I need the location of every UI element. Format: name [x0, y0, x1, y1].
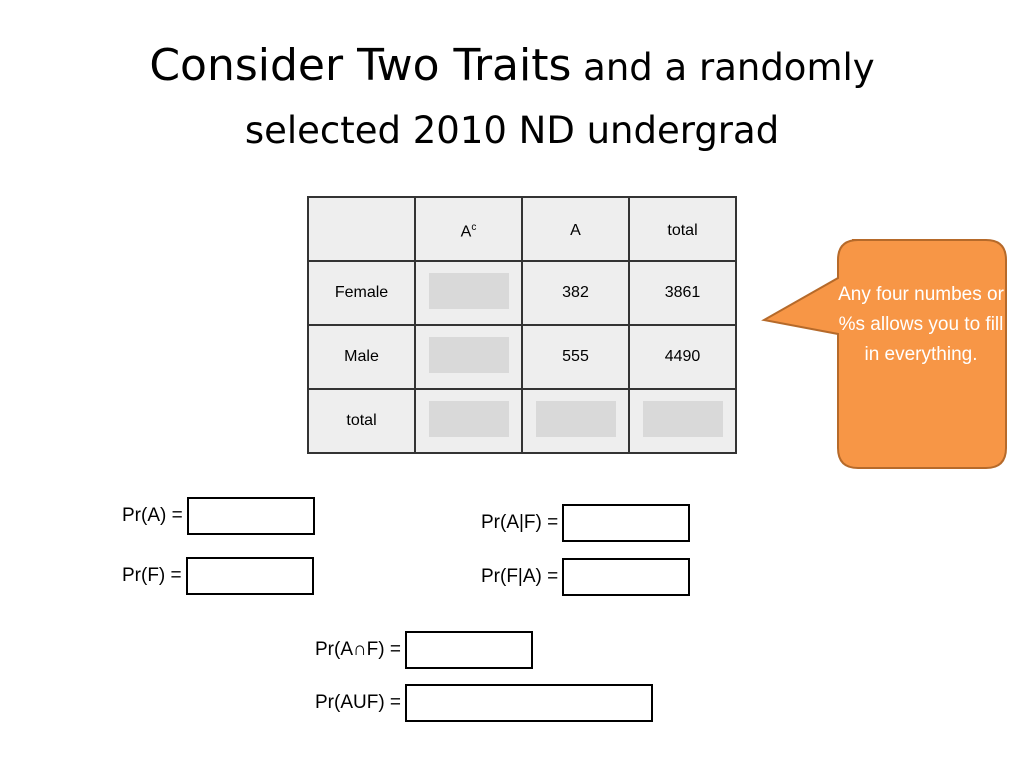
- title-line-2: selected 2010 ND undergrad: [244, 109, 780, 152]
- equation-pr-a-or-f: Pr(AUF) =: [315, 682, 654, 724]
- header-cell-a: A: [521, 196, 630, 262]
- cell-male-total: 4490: [628, 324, 737, 390]
- hidden-value-block: [428, 400, 509, 437]
- callout-text: Any four numbes or %s allows you to fill…: [838, 284, 1004, 365]
- cell-female-ac: [414, 260, 523, 326]
- equation-pr-a-given-f: Pr(A|F) =: [481, 502, 691, 544]
- hidden-value-block: [642, 400, 723, 437]
- table-row-female: Female 382 3861: [307, 260, 737, 326]
- title-sub: and a randomly: [571, 46, 875, 89]
- cell-male-a: 555: [521, 324, 630, 390]
- equation-label: Pr(F) =: [122, 565, 182, 586]
- answer-box-pr-a[interactable]: [186, 497, 315, 535]
- hidden-value-block: [428, 336, 509, 373]
- header-cell-a-complement: Ac: [414, 196, 523, 262]
- cell-total-total: [628, 388, 737, 454]
- equation-pr-a: Pr(A) =: [122, 495, 315, 537]
- cell-total-a: [521, 388, 630, 454]
- answer-box-pr-f-given-a[interactable]: [562, 558, 691, 596]
- equation-pr-f: Pr(F) =: [122, 555, 314, 597]
- answer-box-pr-a-and-f[interactable]: [404, 631, 533, 669]
- equation-label: Pr(A∩F) =: [315, 639, 401, 660]
- row-label-total: total: [307, 388, 416, 454]
- hidden-value-block: [535, 400, 616, 437]
- equation-label: Pr(F|A) =: [481, 566, 559, 587]
- hidden-value-block: [428, 272, 509, 309]
- title-main: Consider Two Traits: [149, 40, 572, 91]
- answer-box-pr-a-or-f[interactable]: [405, 684, 654, 722]
- slide-title: Consider Two Traits and a randomly selec…: [0, 38, 1024, 159]
- equation-label: Pr(A) =: [122, 505, 183, 526]
- row-label-male: Male: [307, 324, 416, 390]
- cell-male-ac: [414, 324, 523, 390]
- contingency-table: Ac A total Female 382 3861 Male 555 4490…: [307, 196, 737, 454]
- header-corner-cell: [307, 196, 416, 262]
- answer-box-pr-a-given-f[interactable]: [562, 504, 691, 542]
- header-cell-total: total: [628, 196, 737, 262]
- cell-female-total: 3861: [628, 260, 737, 326]
- callout-shape: [761, 239, 1007, 469]
- equation-label: Pr(A|F) =: [481, 512, 559, 533]
- equation-label: Pr(AUF) =: [315, 692, 402, 713]
- table-row-total: total: [307, 388, 737, 454]
- cell-female-a: 382: [521, 260, 630, 326]
- table-header-row: Ac A total: [307, 196, 737, 262]
- equation-pr-a-and-f: Pr(A∩F) =: [315, 629, 533, 671]
- table-row-male: Male 555 4490: [307, 324, 737, 390]
- row-label-female: Female: [307, 260, 416, 326]
- answer-box-pr-f[interactable]: [185, 557, 314, 595]
- cell-total-ac: [414, 388, 523, 454]
- equation-pr-f-given-a: Pr(F|A) =: [481, 556, 691, 598]
